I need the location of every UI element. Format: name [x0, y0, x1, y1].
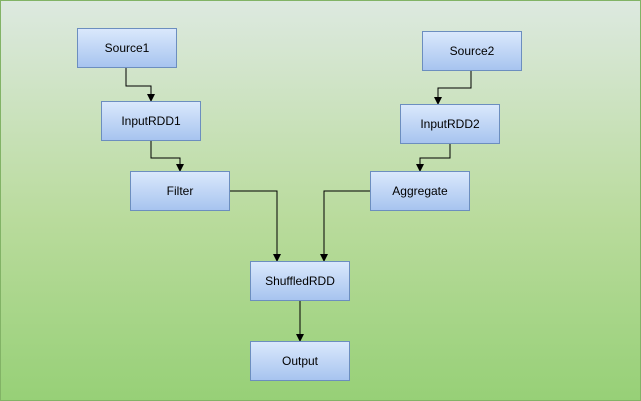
node-filter[interactable]: Filter [130, 171, 230, 211]
edge-aggregate-to-shuffledrdd [320, 190, 370, 262]
node-shuffledrdd[interactable]: ShuffledRDD [250, 261, 350, 301]
node-aggregate[interactable]: Aggregate [370, 171, 470, 211]
node-inputrdd2[interactable]: InputRDD2 [400, 104, 500, 144]
edge-inputrdd2-to-aggregate [416, 144, 451, 172]
node-output[interactable]: Output [250, 341, 350, 381]
node-filter-label: Filter [166, 184, 194, 198]
node-shuffledrdd-label: ShuffledRDD [265, 274, 335, 288]
node-source2[interactable]: Source2 [422, 31, 522, 71]
edge-filter-to-shuffledrdd [230, 190, 281, 262]
edge-inputrdd1-to-filter [150, 141, 184, 172]
node-aggregate-label: Aggregate [392, 184, 448, 198]
node-output-label: Output [281, 354, 319, 368]
node-inputrdd1[interactable]: InputRDD1 [101, 101, 201, 141]
node-source2-label: Source2 [449, 44, 495, 58]
edge-source1-to-inputrdd1 [125, 68, 155, 102]
node-inputrdd2-label: InputRDD2 [420, 117, 480, 131]
edge-source2-to-inputrdd2 [434, 71, 472, 105]
node-source1-label: Source1 [104, 41, 150, 55]
node-inputrdd1-label: InputRDD1 [121, 114, 181, 128]
node-source1[interactable]: Source1 [77, 28, 177, 68]
